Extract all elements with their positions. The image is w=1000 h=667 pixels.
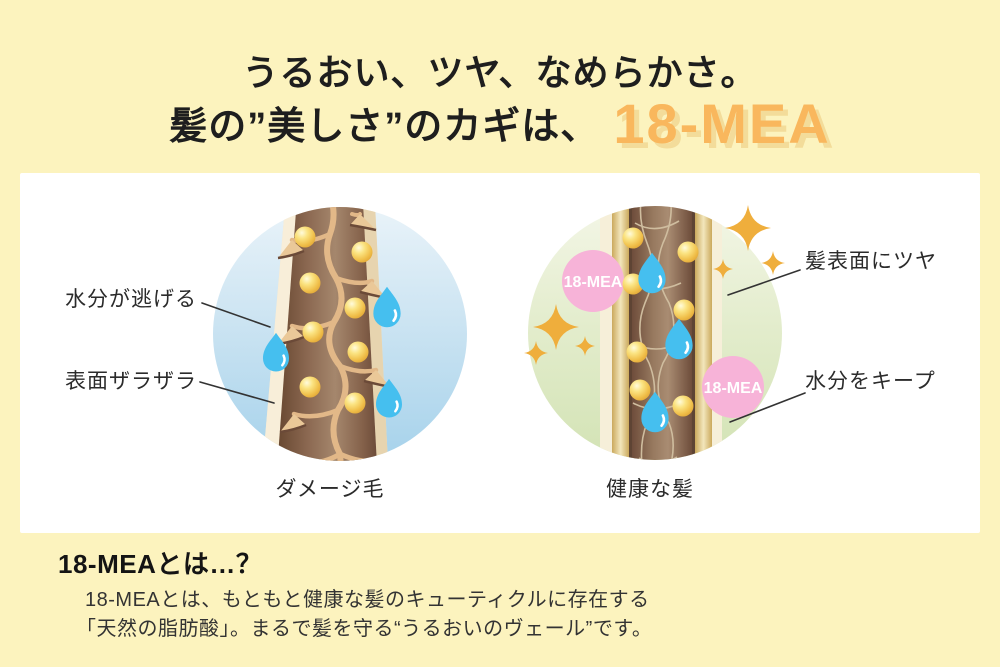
footer-heading: 18-MEAとは…？: [58, 549, 263, 579]
headline-line2: 髪の”美しさ”のカギは、 18-MEA: [0, 92, 1000, 152]
caption-damaged-hair: ダメージ毛: [275, 478, 385, 501]
mea-badge-label: 18-MEA: [564, 274, 623, 291]
label-surface-shine: 髪表面にツヤ: [805, 250, 937, 273]
headline-line2-text: 髪の”美しさ”のカギは、: [169, 105, 600, 148]
label-rough-surface: 表面ザラザラ: [65, 370, 197, 393]
comparison-panel: 18-MEA 18-MEA: [20, 173, 980, 533]
sparkle-icon: [524, 205, 785, 365]
label-keep-moisture: 水分をキープ: [805, 370, 936, 393]
label-moisture-escape: 水分が逃げる: [65, 288, 197, 311]
lipid-beads: [294, 226, 373, 414]
caption-healthy-hair: 健康な髪: [606, 478, 694, 501]
headline-18mea-highlight: 18-MEA: [613, 92, 831, 155]
footer-body-line1: 18-MEAとは、もともと健康な髪のキューティクルに存在する: [85, 589, 650, 611]
lipid-beads: [622, 227, 699, 417]
water-droplet-icon: [638, 252, 693, 433]
water-droplet-icon: [262, 286, 403, 418]
footer-body: 18-MEAとは、もともと健康な髪のキューティクルに存在する 「天然の脂肪酸」。…: [76, 586, 652, 644]
healthy-hair-shaft: [600, 206, 722, 460]
headline-line1: うるおい、ツヤ、なめらかさ。: [242, 52, 758, 93]
damaged-hair-illustration: [213, 207, 467, 461]
mea-badge: 18-MEA: [702, 356, 764, 418]
mea-badge: 18-MEA: [562, 250, 624, 312]
mea-badge-label: 18-MEA: [704, 380, 763, 397]
healthy-hair-illustration: 18-MEA 18-MEA: [524, 205, 785, 460]
footer-body-line2: 「天然の脂肪酸」。まるで髪を守る“うるおいのヴェール”です。: [76, 618, 653, 640]
